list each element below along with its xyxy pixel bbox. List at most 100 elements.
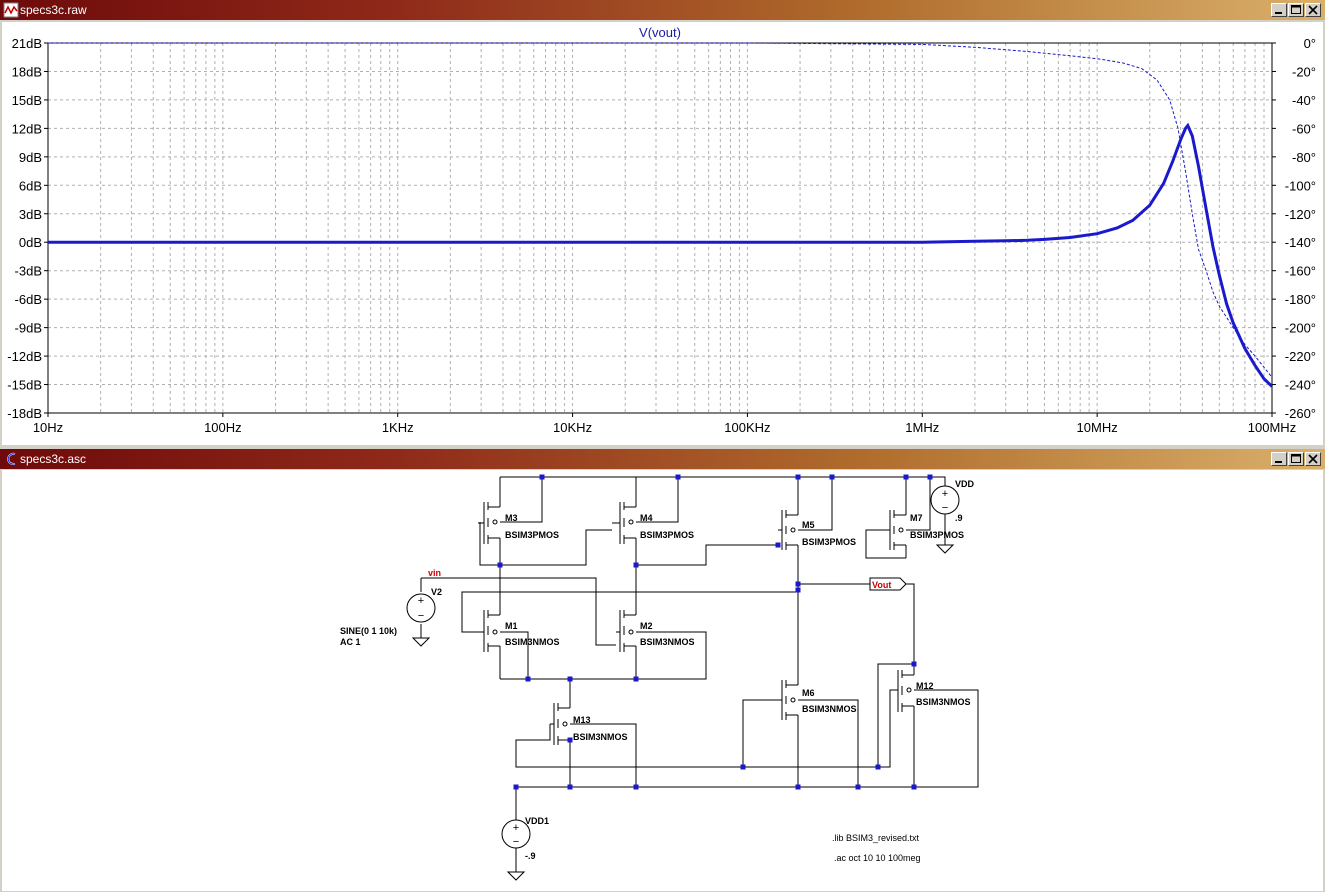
minimize-icon — [1275, 12, 1282, 14]
plot-frame — [47, 42, 1273, 414]
y-left-tick-label: -18dB — [7, 406, 42, 421]
minimize-button[interactable] — [1271, 452, 1287, 466]
y-right-tick-label: -240° — [1285, 378, 1316, 393]
wires — [420, 476, 979, 872]
m3-ref[interactable]: M3 — [505, 513, 518, 523]
plot-window-titlebar[interactable]: specs3c.raw — [0, 0, 1325, 20]
m1-ref[interactable]: M1 — [505, 621, 518, 631]
x-tick-label: 10Hz — [33, 420, 63, 435]
y-right-tick-label: -60° — [1292, 121, 1316, 136]
schematic-window-controls — [1271, 452, 1321, 466]
m13-ref[interactable]: M13 — [573, 715, 591, 725]
vdd-value[interactable]: .9 — [955, 513, 963, 523]
voltage-source-vdd-icon — [930, 485, 960, 515]
m7-model[interactable]: BSIM3PMOS — [910, 530, 964, 540]
mosfet-m12-icon — [894, 670, 903, 712]
m6-ref[interactable]: M6 — [802, 688, 815, 698]
vdd1-ref[interactable]: VDD1 — [525, 816, 549, 826]
junction-node — [633, 676, 639, 682]
v2-value-line2[interactable]: AC 1 — [340, 637, 361, 647]
svg-text:+: + — [418, 595, 424, 607]
y-left-tick-label: -3dB — [15, 264, 42, 279]
spice-directive-lib[interactable]: .lib BSIM3_revised.txt — [832, 833, 920, 843]
junction-node — [675, 474, 681, 480]
close-button[interactable] — [1305, 452, 1321, 466]
junction-node — [567, 784, 573, 790]
junction-node — [795, 474, 801, 480]
x-tick-label: 10KHz — [553, 420, 592, 435]
x-tick-label: 1MHz — [905, 420, 939, 435]
junction-node — [829, 474, 835, 480]
ground-icon — [935, 544, 955, 554]
net-label-vout[interactable]: Vout — [872, 580, 891, 590]
m2-ref[interactable]: M2 — [640, 621, 653, 631]
junction-node — [911, 784, 917, 790]
ground-icon — [506, 871, 526, 881]
net-label-vin[interactable]: vin — [428, 568, 441, 578]
m5-model[interactable]: BSIM3PMOS — [802, 537, 856, 547]
y-right-tick-label: -180° — [1285, 292, 1316, 307]
maximize-button[interactable] — [1288, 3, 1304, 17]
vdd1-value[interactable]: -.9 — [525, 851, 536, 861]
y-right-tick-label: 0° — [1304, 36, 1316, 51]
junction-node — [875, 764, 881, 770]
svg-text:+: + — [942, 488, 948, 500]
x-tick-label: 100Hz — [204, 420, 242, 435]
plot-window-title: specs3c.raw — [20, 3, 87, 17]
schematic-window-titlebar[interactable]: specs3c.asc — [0, 449, 1325, 469]
y-left-tick-label: 12dB — [12, 121, 42, 136]
svg-text:−: − — [513, 836, 519, 848]
junction-node — [633, 562, 639, 568]
plot-window-controls — [1271, 3, 1321, 17]
x-tick-label: 10MHz — [1077, 420, 1118, 435]
y-right-tick-label: -140° — [1285, 235, 1316, 250]
v2-value-line1[interactable]: SINE(0 1 10k) — [340, 626, 397, 636]
m5-ref[interactable]: M5 — [802, 520, 815, 530]
schematic-pane[interactable]: + − + − + − M3 BSIM3PMOS M4 BSIM3PMOS — [2, 470, 1323, 891]
x-tick-label: 100MHz — [1248, 420, 1296, 435]
voltage-source-v2-icon — [406, 593, 436, 623]
junction-node — [567, 737, 573, 743]
m7-ref[interactable]: M7 — [910, 513, 923, 523]
svg-text:+: + — [513, 822, 519, 834]
mosfet-m2-icon — [616, 610, 625, 652]
spice-directive-ac[interactable]: .ac oct 10 10 100meg — [834, 853, 921, 863]
junction-node — [903, 474, 909, 480]
y-left-tick-label: -6dB — [15, 292, 42, 307]
vout-port-icon — [869, 577, 907, 591]
minimize-button[interactable] — [1271, 3, 1287, 17]
m2-model[interactable]: BSIM3NMOS — [640, 637, 695, 647]
magnitude-trace[interactable] — [48, 122, 1274, 388]
vdd-ref[interactable]: VDD — [955, 479, 975, 489]
ground-icon — [411, 637, 431, 647]
junction-node — [525, 676, 531, 682]
y-left-tick-label: 21dB — [12, 36, 42, 51]
m12-model[interactable]: BSIM3NMOS — [916, 697, 971, 707]
m1-model[interactable]: BSIM3NMOS — [505, 637, 560, 647]
x-tick-label: 100KHz — [724, 420, 770, 435]
m12-ref[interactable]: M12 — [916, 681, 934, 691]
m4-model[interactable]: BSIM3PMOS — [640, 530, 694, 540]
mosfet-m13-icon — [550, 703, 559, 745]
mosfet-m1-icon — [478, 610, 489, 652]
junction-node — [795, 581, 801, 587]
y-left-tick-label: 15dB — [12, 93, 42, 108]
y-right-tick-label: -20° — [1292, 64, 1316, 79]
junction-node — [855, 784, 861, 790]
m3-model[interactable]: BSIM3PMOS — [505, 530, 559, 540]
close-button[interactable] — [1305, 3, 1321, 17]
voltage-source-vdd1-icon — [501, 819, 531, 849]
m13-model[interactable]: BSIM3NMOS — [573, 732, 628, 742]
y-left-tick-label: -15dB — [7, 378, 42, 393]
chart-title: V(vout) — [639, 25, 681, 40]
m4-ref[interactable]: M4 — [640, 513, 653, 523]
y-left-tick-label: 9dB — [19, 150, 42, 165]
v2-ref[interactable]: V2 — [431, 587, 442, 597]
maximize-button[interactable] — [1288, 452, 1304, 466]
m6-model[interactable]: BSIM3NMOS — [802, 704, 857, 714]
junction-node — [539, 474, 545, 480]
junction-node — [775, 542, 781, 548]
